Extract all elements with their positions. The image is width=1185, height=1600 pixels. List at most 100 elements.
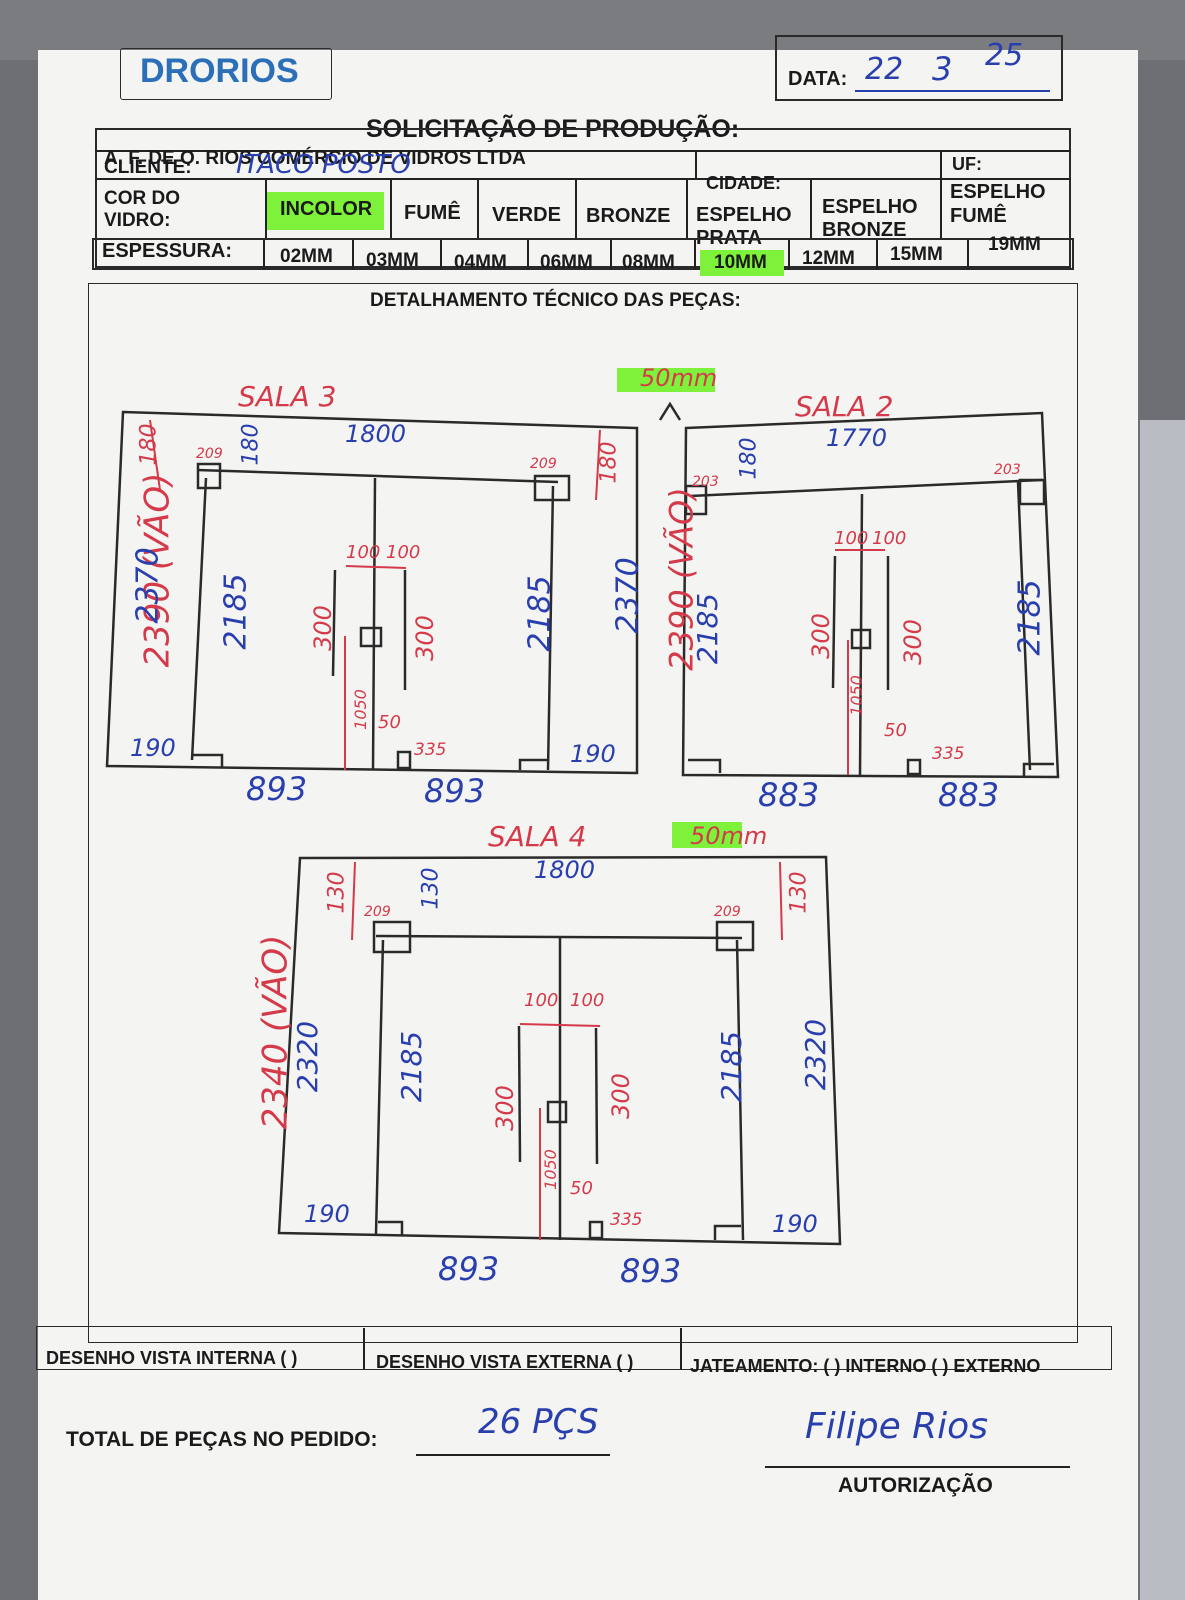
sala2-height-left: 2185 [691,592,725,665]
sala4-right-post [735,939,745,1241]
sala2-leaf-width: 883 [758,776,820,814]
sala3-hinge [196,462,222,490]
sala2-hinge [684,484,708,516]
espelho-prata-line1: ESPELHO [696,204,792,226]
date-label: DATA: [788,68,848,90]
sala4-frame [277,855,842,1246]
sala4-height-right: 2320 [799,1018,833,1091]
sala4-width: 1800 [534,856,596,884]
sala4-lock-height: 335 [610,1210,643,1230]
signature-line [765,1466,1070,1468]
section-title: DETALHAMENTO TÉCNICO DAS PEÇAS: [370,290,741,311]
sala3-lock-height: 335 [414,740,447,760]
sala3-height-inner-right: 2185 [522,575,558,652]
col-line [788,240,790,270]
thickness-03mm[interactable]: 03MM [366,250,419,271]
color-option-incolor[interactable]: INCOLOR [280,198,373,220]
col-line [940,180,942,238]
external-view-option[interactable]: DESENHO VISTA EXTERNA ( ) [376,1352,634,1372]
client-label: CLIENTE: [104,157,192,178]
thickness-19mm[interactable]: 19MM [988,234,1041,255]
sala3-note: 50mm [640,364,718,392]
sala4-handle [546,1100,568,1124]
sala4-bottom-gap: 190 [304,1200,350,1228]
sala4-leaf-width: 893 [438,1250,500,1288]
sala2-right-post [1016,481,1032,771]
sala3-arrow [658,401,682,421]
date-box [775,35,1063,101]
sala3-hinge [533,474,571,502]
sala4-height-inner-right: 2185 [715,1030,749,1103]
sala4-floor-bracket [713,1224,741,1240]
thickness-15mm[interactable]: 15MM [890,244,943,265]
sala4-hinge-size: 209 [364,904,391,920]
thickness-02mm[interactable]: 02MM [280,246,333,267]
sala3-transom [196,468,559,484]
col-line [610,240,612,270]
sala3-top-gap: 180 [238,423,264,466]
sala3-leaf-width: 893 [424,772,486,810]
sala3-floor-bracket [518,758,548,770]
sala3-lock [396,750,412,770]
sala3-height-right: 2370 [610,557,646,634]
sala3-bar [331,569,337,677]
sala3-handle-offset: 100 [386,542,421,563]
thickness-12mm[interactable]: 12MM [802,248,855,269]
sala2-bar-length: 300 [806,613,835,659]
sala2-bar [831,555,837,689]
date-underline [855,90,1050,92]
sala2-handle-offset: 100 [872,528,907,549]
sala4-height-left: 2320 [291,1020,325,1093]
glass-color-label-line2: VIDRO: [104,210,171,231]
sala2-frame [681,411,1060,779]
espelho-fume-line2: FUMÊ [950,205,1007,227]
thickness-06mm[interactable]: 06MM [540,252,593,273]
col-line [876,240,878,270]
footer-table [36,1326,1112,1370]
sala4-dim-line [779,861,783,941]
sala4-handle-offset: 100 [524,990,559,1011]
thickness-08mm[interactable]: 08MM [622,252,675,273]
sala3-height-inner-left: 2185 [218,573,254,650]
sala4-handle-offset: 100 [570,990,605,1011]
sala3-floor-bracket [193,753,224,768]
thickness-04mm[interactable]: 04MM [454,252,507,273]
sala4-top-gap: 130 [418,867,444,910]
color-option-fume[interactable]: FUMÊ [404,202,461,224]
sala2-handle-offset: 100 [834,528,869,549]
sala3-width: 1800 [345,420,407,448]
paper-sheet [38,50,1138,1600]
col-line [265,180,267,238]
sala2-top-gap: 180 [736,437,762,480]
col-line [440,240,442,270]
espelho-bronze-line1: ESPELHO [822,196,918,218]
sala3-dim-line [149,419,161,491]
selected-highlight [266,192,384,230]
internal-view-option[interactable]: DESENHO VISTA INTERNA ( ) [46,1348,298,1368]
color-option-bronze[interactable]: BRONZE [586,205,671,227]
sala2-center [858,493,864,776]
sala3-bar-length: 300 [308,605,337,651]
city-label: CIDADE: [706,173,781,193]
color-option-verde[interactable]: VERDE [492,204,561,226]
sala2-hinge-size: 203 [692,474,719,490]
sala4-hinge [372,920,412,954]
thickness-10mm[interactable]: 10MM [714,252,767,273]
sala2-title: SALA 2 [795,390,894,423]
client-value: ITACO POSTO [236,150,411,180]
sala3-bottom-gap: 190 [570,740,616,768]
sala2-handle [850,628,872,650]
sala4-bar [594,1027,599,1165]
sala3-title: SALA 3 [238,380,337,413]
sala2-hinge [1018,478,1046,506]
sala4-lock [588,1220,604,1240]
sala4-title: SALA 4 [488,820,587,853]
sala3-top-gap: 180 [596,441,622,484]
col-line [967,240,969,270]
col-line [686,180,688,238]
sandblast-option[interactable]: JATEAMENTO: ( ) INTERNO ( ) EXTERNO [690,1356,1041,1376]
